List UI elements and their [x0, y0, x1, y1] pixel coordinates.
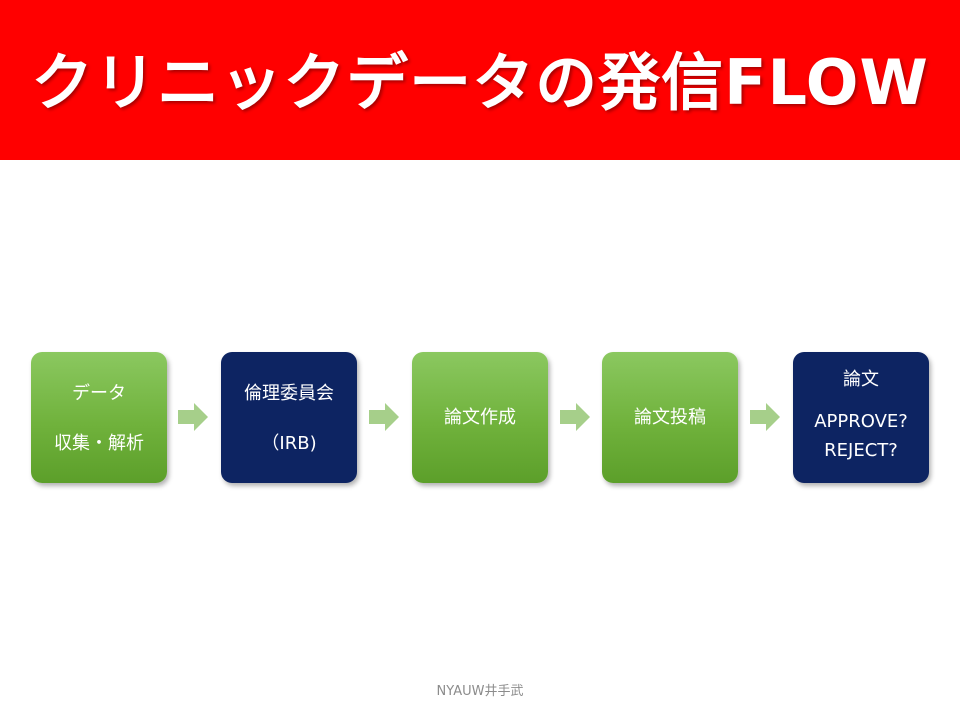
step-5-line-3: REJECT? — [824, 440, 898, 461]
slide-title: クリニックデータの発信FLOW — [31, 46, 929, 119]
step-1-line-2: 収集・解析 — [54, 433, 144, 454]
step-5-line-1: 論文 — [843, 369, 879, 390]
flow-arrow-icon — [369, 403, 399, 431]
flow-arrow-icon — [560, 403, 590, 431]
step-2-line-1: 倫理委員会 — [244, 383, 334, 404]
title-bar: クリニックデータの発信FLOW — [0, 0, 960, 160]
step-paper-submission-box: 論文投稿 — [602, 352, 738, 483]
flow-arrow-icon — [750, 403, 780, 431]
step-1-line-1: データ — [72, 383, 126, 404]
step-5-line-2: APPROVE? — [814, 411, 908, 432]
step-2-line-2: （IRB) — [261, 433, 317, 454]
flow-arrow-icon — [178, 403, 208, 431]
step-3-line-1: 論文作成 — [444, 406, 516, 428]
step-4-line-1: 論文投稿 — [634, 406, 706, 428]
step-ethics-committee-box: 倫理委員会 （IRB) — [221, 352, 357, 483]
step-paper-writing-box: 論文作成 — [412, 352, 548, 483]
footer-credit: NYAUW井手武 — [436, 684, 524, 699]
step-data-collection-box: データ 収集・解析 — [31, 352, 167, 483]
step-review-result-box: 論文 APPROVE? REJECT? — [793, 352, 929, 483]
